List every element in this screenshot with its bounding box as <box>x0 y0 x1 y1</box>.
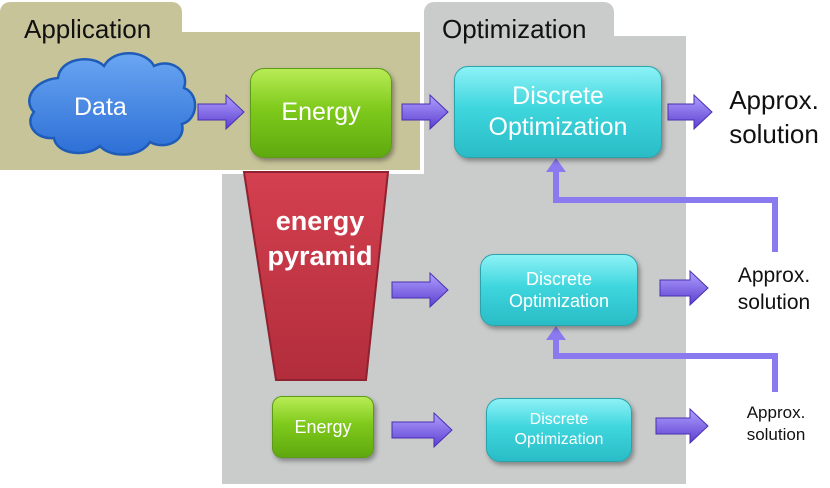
sol-top-line-1: Approx. <box>729 85 819 115</box>
discrete-optimization-box-top: Discrete Optimization <box>454 66 662 158</box>
sol-bottom-line-1: Approx. <box>746 403 806 422</box>
optimization-label: Optimization <box>442 14 587 44</box>
arrow-energy-to-optimization <box>401 93 449 131</box>
sol-bottom-line-2: solution <box>746 425 806 445</box>
approx-solution-top: Approx. solution <box>718 84 830 152</box>
opt-mid-line-2: Optimization <box>508 291 610 311</box>
opt-top-line-2: Optimization <box>488 113 628 141</box>
sol-mid-line-2: solution <box>737 291 811 315</box>
pyramid-line-1: energy <box>275 206 365 236</box>
energy-box-bottom: Energy <box>272 396 374 458</box>
approx-solution-mid: Approx. solution <box>722 262 826 317</box>
pyramid-line-2: pyramid <box>267 241 373 272</box>
energy-pyramid-shape <box>242 171 390 381</box>
discrete-optimization-box-mid: Discrete Optimization <box>480 254 638 326</box>
feedback-arrowhead-top <box>546 158 566 172</box>
arrow-data-to-energy <box>197 93 245 131</box>
sol-mid-line-1: Approx. <box>737 264 811 287</box>
opt-top-line-1: Discrete <box>512 81 604 110</box>
arrow-energy-to-optimization-bottom <box>391 411 453 449</box>
sol-top-line-2: solution <box>729 118 819 149</box>
feedback-arrowhead-mid <box>546 326 566 340</box>
energy-pyramid-label: energy pyramid <box>252 204 388 274</box>
feedback-line-mid-to-top <box>553 170 778 252</box>
feedback-line-bottom-to-mid <box>553 338 778 392</box>
opt-bottom-line-1: Discrete <box>529 411 589 428</box>
arrow-optimization-to-solution-top <box>667 93 713 131</box>
opt-mid-line-1: Discrete <box>525 268 592 289</box>
arrow-pyramid-to-optimization <box>391 271 449 309</box>
data-label: Data <box>74 93 127 121</box>
arrow-optimization-to-solution-mid <box>659 269 709 307</box>
energy-box-top: Energy <box>250 68 392 158</box>
discrete-optimization-box-bottom: Discrete Optimization <box>486 398 632 462</box>
opt-bottom-line-2: Optimization <box>514 431 604 448</box>
data-cloud-icon <box>28 52 197 156</box>
arrow-optimization-to-solution-bottom <box>655 407 709 445</box>
approx-solution-bottom: Approx. solution <box>730 402 822 446</box>
application-label: Application <box>24 14 152 44</box>
